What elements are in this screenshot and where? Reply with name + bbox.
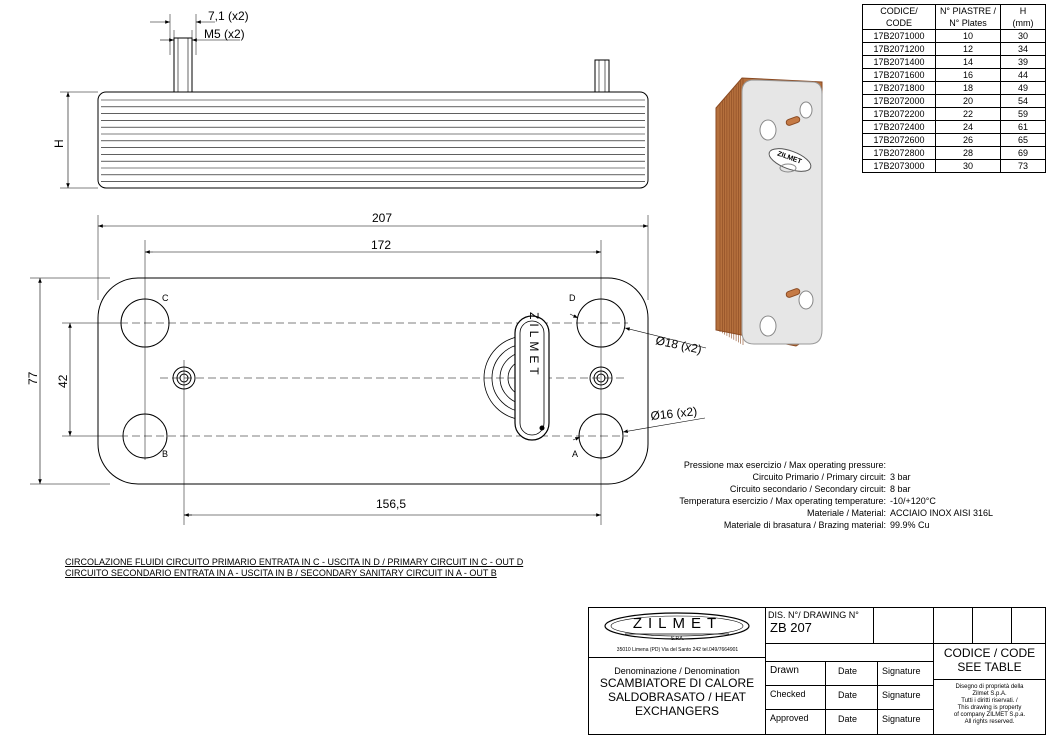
checked-label: Checked [766, 686, 826, 710]
blank-cell [934, 608, 973, 644]
code-cell: CODICE / CODE SEE TABLE [934, 644, 1045, 680]
spec-row: Materiale / Material:ACCIAIO INOX AISI 3… [806, 508, 994, 518]
company-address: 35010 Limena (PD) Via del Santo 242 tel.… [616, 647, 739, 653]
date-label: Date [826, 710, 878, 734]
code-table: CODICE/CODE N° PIASTRE /N° Plates H(mm) … [862, 4, 1046, 173]
see-table: SEE TABLE [957, 660, 1022, 674]
height-dim-label: H [52, 139, 66, 148]
col-plates-header: N° PIASTRE /N° Plates [935, 4, 1001, 30]
circuit-notes: CIRCOLAZIONE FLUIDI CIRCUITO PRIMARIO EN… [65, 557, 523, 579]
stud-spacing-label: 156,5 [376, 497, 406, 511]
denomination-line2: SALDOBRASATO / HEAT [607, 690, 747, 704]
port-b-label: B [162, 449, 168, 459]
code-table-header: CODICE/CODE N° PIASTRE /N° Plates H(mm) [862, 4, 1046, 30]
signature-label: Signature [878, 710, 934, 734]
port-vspacing-label: 42 [56, 374, 70, 388]
port-a-label: A [572, 449, 578, 459]
approved-label: Approved [766, 710, 826, 734]
signature-label: Signature [878, 686, 934, 710]
spec-row: Temperatura esercizio / Max operating te… [679, 496, 936, 506]
drawing-number-cell: DIS. N°/ DRAWING N° ZB 207 [766, 608, 874, 644]
date-label: Date [826, 662, 878, 686]
overall-height-label: 77 [26, 371, 40, 385]
signature-label: Signature [878, 662, 934, 686]
port-dia18-label: Ø18 (x2) [654, 333, 703, 356]
company-logo: ZILMET [632, 615, 723, 632]
circuit-note-primary: CIRCOLAZIONE FLUIDI CIRCUITO PRIMARIO EN… [65, 557, 524, 567]
code-label: CODICE / CODE [943, 646, 1036, 660]
denomination-line1: SCAMBIATORE DI CALORE [599, 676, 755, 690]
iso-view [715, 77, 823, 347]
overall-width-label: 207 [372, 211, 392, 225]
property-notice: Disegno di proprietà della Zilmet S.p.A.… [953, 684, 1026, 725]
company-spa: S.P.A. [670, 636, 685, 642]
col-h-header: H(mm) [1000, 4, 1046, 30]
side-view [60, 14, 649, 189]
drawing-number-label: DIS. N°/ DRAWING N° [768, 610, 859, 620]
port-dia16-label: Ø16 (x2) [650, 404, 698, 423]
drawing-number: ZB 207 [770, 620, 812, 635]
date-label: Date [826, 686, 878, 710]
thread-dim-label: M5 (x2) [204, 27, 245, 41]
spec-row: Pressione max esercizio / Max operating … [683, 460, 886, 470]
circuit-note-secondary: CIRCUITO SECONDARIO ENTRATA IN A - USCIT… [65, 568, 497, 578]
port-spacing-label: 172 [371, 238, 391, 252]
front-view [30, 215, 707, 525]
port-d-label: D [569, 293, 576, 303]
blank-cell [973, 608, 1012, 644]
denomination-cell: Denominazione / Denomination SCAMBIATORE… [589, 658, 766, 734]
col-code-header: CODICE/CODE [862, 4, 936, 30]
logo-cell: ZILMET S.P.A. 35010 Limena (PD) Via del … [589, 608, 766, 658]
blank-cell [874, 608, 934, 644]
spec-row: Circuito secondario / Secondary circuit:… [729, 484, 911, 494]
logo-mark-text: ZILMET [527, 312, 541, 379]
blank-cell [1012, 608, 1045, 644]
title-block: ZILMET S.P.A. 35010 Limena (PD) Via del … [588, 607, 1046, 735]
drawn-label: Drawn [766, 662, 826, 686]
denomination-label: Denominazione / Denomination [614, 666, 740, 676]
blank-cell [766, 644, 934, 662]
port-c-label: C [162, 293, 169, 303]
specifications: Pressione max esercizio / Max operating … [640, 459, 993, 531]
spec-row: Circuito Primario / Primary circuit:3 ba… [752, 472, 911, 482]
spec-row: Materiale di brasatura / Brazing materia… [723, 520, 930, 530]
denomination-line3: EXCHANGERS [634, 704, 720, 718]
pin-dim-label: 7,1 (x2) [208, 9, 249, 23]
